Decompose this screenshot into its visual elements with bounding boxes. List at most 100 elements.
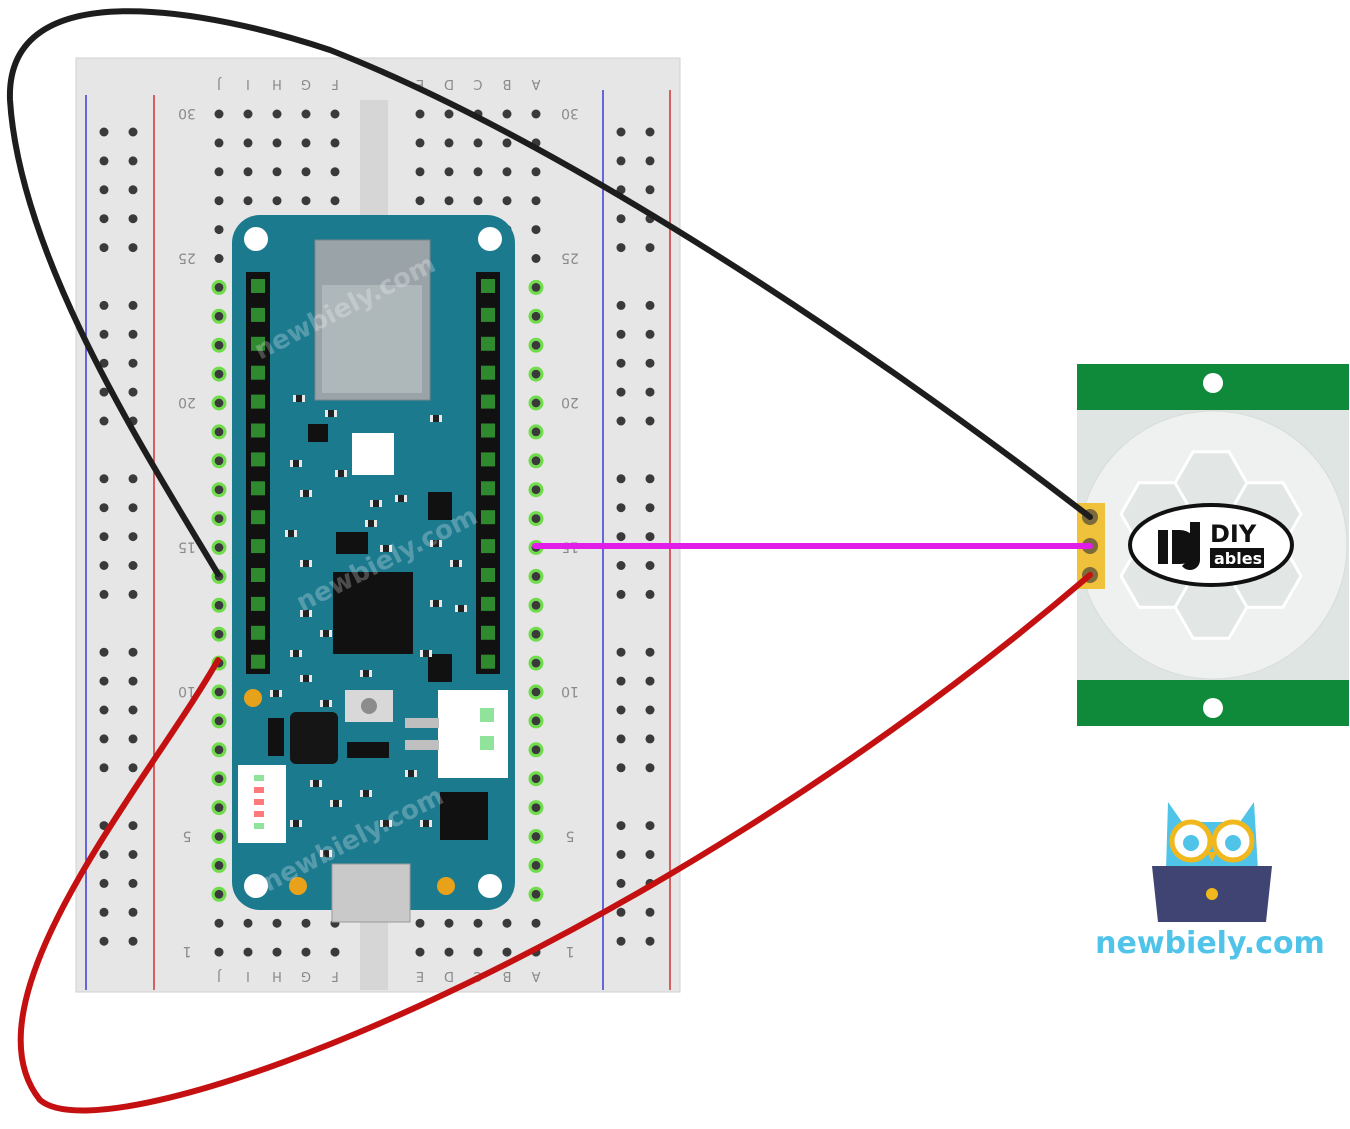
breadboard-hole (214, 832, 224, 841)
rail-hole (616, 647, 626, 657)
rail-hole (128, 878, 138, 888)
breadboard-hole (415, 947, 425, 957)
rail-hole (99, 300, 109, 310)
breadboard-hole (531, 311, 541, 321)
rail-hole (99, 734, 109, 744)
rail-hole (99, 532, 109, 542)
header-pin (481, 510, 495, 525)
breadboard-hole (502, 947, 512, 957)
breadboard-hole (502, 196, 512, 206)
rail-hole (128, 329, 138, 339)
breadboard-hole (531, 889, 541, 899)
column-number-label: 30 (561, 105, 579, 121)
rail-hole (645, 185, 655, 195)
header-pin (251, 423, 265, 438)
column-number-label: 20 (178, 394, 196, 410)
rail-hole (645, 561, 655, 570)
rail-hole (99, 243, 109, 253)
breadboard-hole (531, 716, 541, 726)
connected-hole (211, 424, 227, 440)
connected-hole (528, 308, 544, 324)
row-letter-label: B (503, 76, 512, 91)
connected-hole (528, 684, 544, 700)
header-pin (481, 625, 495, 640)
connected-hole (528, 568, 544, 584)
connected-hole (211, 800, 227, 816)
column-number-label: 25 (561, 250, 579, 266)
breadboard-hole (214, 225, 224, 235)
breadboard-hole (502, 167, 512, 177)
header-pin (251, 596, 265, 611)
connected-hole (528, 337, 544, 353)
rail-hole (99, 878, 109, 888)
breadboard-hole (214, 687, 224, 697)
rail-hole (645, 705, 655, 715)
rail-hole (99, 936, 109, 946)
breadboard-hole (214, 167, 224, 177)
connected-hole (211, 308, 227, 324)
rail-hole (99, 647, 109, 657)
breadboard-hole (531, 456, 541, 466)
rail-hole (99, 503, 109, 513)
breadboard-hole (214, 369, 224, 379)
rail-hole (645, 850, 655, 859)
row-letter-label: C (473, 76, 482, 91)
breadboard-hole (415, 138, 425, 148)
connected-hole (528, 511, 544, 527)
breadboard-hole (444, 138, 454, 148)
breadboard-hole (531, 427, 541, 437)
connected-hole (528, 800, 544, 816)
microcontroller-board: newbiely.com newbiely.com newbiely.com (232, 215, 515, 923)
header-pin (251, 279, 265, 293)
rail-hole (99, 387, 109, 397)
header-pin (251, 539, 265, 554)
column-number-label: 10 (561, 683, 579, 699)
column-number-label: 1 (566, 943, 575, 959)
breadboard-hole (330, 947, 340, 957)
connected-hole (211, 482, 227, 498)
connected-hole (211, 511, 227, 527)
rail-hole (645, 243, 655, 253)
rail-hole (616, 243, 626, 253)
breadboard-hole (301, 167, 311, 177)
row-letter-label: I (246, 968, 250, 983)
breadboard-hole (330, 196, 340, 206)
breadboard-hole (531, 803, 541, 813)
rail-hole (616, 300, 626, 310)
row-letter-label: F (331, 968, 338, 983)
rail-hole (616, 907, 626, 917)
breadboard-hole (214, 803, 224, 813)
rail-hole (99, 358, 109, 368)
column-number-label: 5 (183, 828, 192, 844)
breadboard-hole (531, 254, 541, 263)
column-number-label: 25 (178, 250, 196, 266)
connected-hole (528, 395, 544, 411)
connected-hole (528, 626, 544, 642)
rail-hole (616, 474, 626, 484)
breadboard-hole (473, 196, 483, 206)
breadboard-hole (330, 138, 340, 148)
header-pin (251, 452, 265, 467)
connected-hole (528, 482, 544, 498)
rail-hole (645, 936, 655, 946)
header-pin (481, 307, 495, 322)
row-letter-label: B (503, 968, 512, 983)
header-pin (251, 307, 265, 322)
row-letter-label: A (531, 76, 540, 91)
row-letter-label: G (301, 76, 311, 91)
header-pin (251, 336, 265, 351)
connected-hole (211, 453, 227, 469)
breadboard-hole (214, 456, 224, 466)
column-number-label: 10 (178, 683, 196, 699)
breadboard-hole (272, 918, 282, 928)
column-number-label: 30 (178, 105, 196, 121)
rail-hole (616, 127, 626, 137)
rail-hole (99, 185, 109, 195)
breadboard-hole (243, 138, 253, 148)
rail-hole (645, 416, 655, 426)
breadboard-hole (214, 889, 224, 899)
rail-hole (99, 850, 109, 859)
breadboard-hole (444, 109, 454, 119)
header-pin (481, 365, 495, 380)
rail-hole (99, 329, 109, 339)
